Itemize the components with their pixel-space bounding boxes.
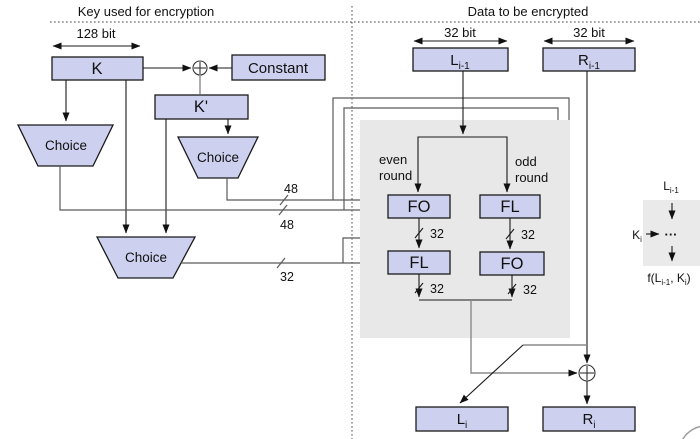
l-next-label: Li (457, 411, 468, 431)
slash-48-lower (278, 204, 288, 216)
l-prev-label: Li-1 (450, 52, 470, 72)
mini-f-label: f(Li-1, Ki) (647, 271, 690, 287)
bus-48-upper-label: 48 (284, 182, 298, 196)
bus-48-lower (59, 166, 386, 214)
choice2-label: Choice (197, 150, 239, 165)
r-prev-box (542, 47, 636, 72)
even-round-label-2: round (379, 168, 412, 183)
xor-icon-key (192, 60, 208, 76)
choice3-label: Choice (125, 250, 167, 265)
r-width-label: 32 bit (573, 25, 605, 40)
fl-even-out-width: 32 (430, 282, 444, 296)
bus-48-upper (226, 178, 386, 204)
choice2-trapezoid (176, 136, 260, 179)
key-section-title: Key used for encryption (78, 4, 215, 19)
r-next-label: Ri (582, 411, 595, 431)
corner-arc-decoration (682, 425, 700, 439)
choice1-trapezoid (16, 124, 115, 167)
k-width-label: 128 bit (76, 26, 115, 41)
slash-fl-even-out (414, 282, 424, 294)
l-prev-box (412, 47, 509, 72)
slash-fo-odd-out (507, 283, 517, 295)
mini-ellipsis: ··· (665, 227, 678, 242)
fo-even-label: FO (408, 198, 431, 216)
k-box-label: K (91, 60, 102, 78)
constant-box (231, 54, 326, 81)
data-section-title: Data to be encrypted (468, 4, 589, 19)
slash-32 (276, 257, 286, 269)
xor-icon-data (578, 364, 596, 382)
mini-key-label: Ki (632, 228, 642, 244)
l-next-box (415, 406, 509, 432)
bus-32-label: 32 (280, 270, 294, 284)
fl-odd-label: FL (500, 198, 519, 216)
mini-l-prev-label: Li-1 (663, 179, 679, 195)
kprime-box (154, 94, 249, 120)
fl-odd-out-width: 32 (521, 228, 535, 242)
fo-even-out-width: 32 (430, 227, 444, 241)
even-round-label-1: even (379, 152, 407, 167)
r-next-box (542, 406, 636, 432)
kprime-box-label: K' (194, 98, 208, 116)
round-function-panel (360, 120, 570, 338)
constant-box-label: Constant (248, 60, 309, 77)
slash-fl-odd-out (505, 228, 515, 240)
choice3-trapezoid (95, 236, 197, 279)
slash-48-upper (279, 194, 289, 206)
fl-even-label: FL (409, 254, 428, 272)
odd-round-label-1: odd (515, 154, 537, 169)
slash-fo-even-out (414, 227, 424, 239)
choice1-label: Choice (45, 138, 87, 153)
l-width-label: 32 bit (444, 25, 476, 40)
odd-round-label-2: round (515, 170, 548, 185)
bus-48-lower-label: 48 (280, 218, 294, 232)
fo-odd-label: FO (501, 255, 524, 273)
f-output-to-xor-wire (470, 300, 578, 377)
r-branch-diagonal-to-li (459, 344, 524, 404)
l-split-wire (417, 136, 508, 192)
r-prev-label: Ri-1 (578, 52, 600, 72)
fo-odd-out-width: 32 (523, 283, 537, 297)
